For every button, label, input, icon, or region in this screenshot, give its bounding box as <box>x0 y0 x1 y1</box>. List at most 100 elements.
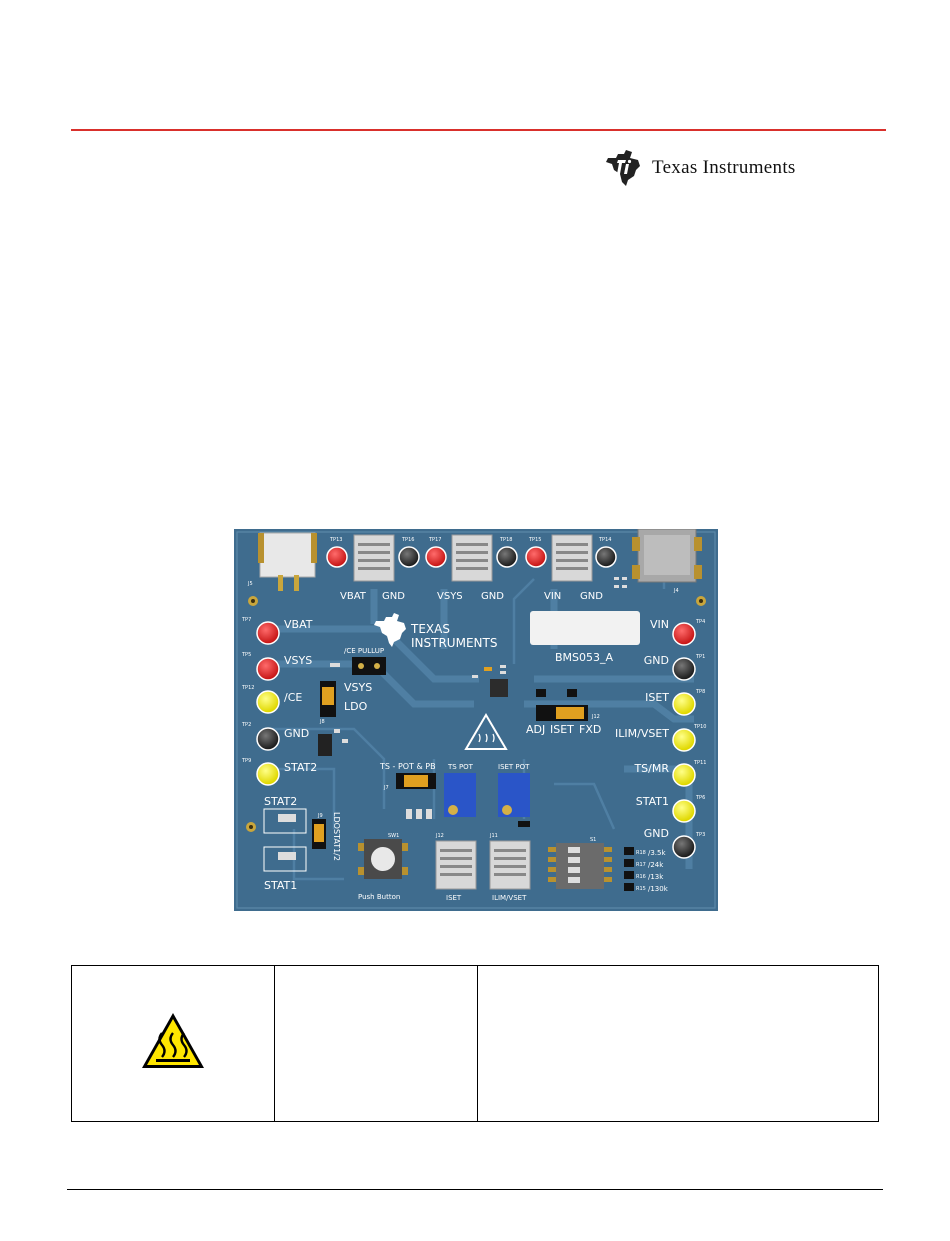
top-label-vin: VIN <box>544 591 561 602</box>
tp4-ref: TP4 <box>695 619 705 625</box>
iset-select-jumper: J12 ADJ ISET FXD <box>526 689 601 736</box>
warning-icon-cell <box>71 965 275 1122</box>
left-label-ce: /CE <box>284 691 302 704</box>
j4-label: J4 <box>673 588 679 594</box>
usb-connector-j4: J4 <box>614 529 702 594</box>
j5-label: J5 <box>247 581 253 587</box>
iset-select-label: ISET <box>550 723 574 736</box>
r17-value: /24k <box>648 861 664 869</box>
top-testpoints: TP13 TP16 TP17 TP18 TP15 TP14 VBAT GND V… <box>326 537 617 602</box>
push-button-sw1: SW1 Push Button <box>358 833 408 901</box>
hot-surface-icon <box>142 1013 204 1068</box>
sw1-label: SW1 <box>388 833 399 839</box>
top-label-gnd-2: GND <box>481 591 504 602</box>
r16-ref: R16 <box>636 874 646 880</box>
left-label-gnd: GND <box>284 727 309 740</box>
tp10-ref: TP10 <box>693 724 706 730</box>
j8-jumper: VSYS LDO J8 <box>318 681 372 756</box>
r16-value: /13k <box>648 873 664 881</box>
dip-resistor-list: R18 R17 R16 R15 /3.5k /24k /13k /130k <box>624 847 669 893</box>
ti-state-logo-icon <box>606 150 640 186</box>
tp6-ref: TP6 <box>695 795 705 801</box>
ti-logo: Texas Instruments <box>604 150 796 186</box>
r15-ref: R15 <box>636 886 646 892</box>
tp17-ref: TP17 <box>428 537 441 543</box>
warning-label-cell <box>274 965 478 1122</box>
ts-pot-label: TS POT <box>447 763 474 771</box>
tp2-ref: TP2 <box>241 722 251 728</box>
push-button-label: Push Button <box>358 893 400 901</box>
ce-pullup-jumper: /CE PULLUP <box>330 647 386 675</box>
charger-ic <box>472 665 508 697</box>
board-ti-logo: TEXAS INSTRUMENTS <box>374 613 497 650</box>
right-label-ts-mr: TS/MR <box>633 762 669 775</box>
j11-label: J11 <box>489 833 498 839</box>
board-brand-line2: INSTRUMENTS <box>411 636 497 650</box>
j12b-label: J12 <box>435 833 444 839</box>
left-label-vbat: VBAT <box>284 618 313 631</box>
pcb-render: J5 TP13 TP16 TP17 TP18 TP15 TP14 VBAT GN… <box>234 529 718 911</box>
ldo-label: LDO <box>344 700 368 713</box>
tp15-ref: TP15 <box>528 537 541 543</box>
ce-pullup-label: /CE PULLUP <box>344 647 384 655</box>
r18-ref: R18 <box>636 850 646 856</box>
warning-text-cell <box>477 965 879 1122</box>
potentiometers: TS - POT & PB J7 TS POT ISET POT <box>379 762 530 827</box>
fxd-label: FXD <box>579 723 601 736</box>
adj-label: ADJ <box>526 723 545 736</box>
left-label-vsys: VSYS <box>284 654 312 667</box>
tp5-ref: TP5 <box>241 652 251 658</box>
iset-conn-label: ISET <box>446 894 462 902</box>
board-hot-surface-icon <box>464 713 508 750</box>
mounting-holes <box>246 596 706 832</box>
stat2-led-label: STAT2 <box>264 795 297 808</box>
r17-ref: R17 <box>636 862 646 868</box>
tp8-ref: TP8 <box>695 689 705 695</box>
iset-pot-label: ISET POT <box>498 763 530 771</box>
tp9-ref: TP9 <box>241 758 251 764</box>
right-label-stat1: STAT1 <box>636 795 669 808</box>
tp13-ref: TP13 <box>329 537 342 543</box>
board-id-area: BMS053_A <box>530 611 640 664</box>
j8-label: J8 <box>319 719 325 725</box>
dip-switch-s1: S1 <box>548 837 612 889</box>
right-testpoints: TP4 TP1 TP8 TP10 TP11 TP6 TP3 VIN GND IS… <box>615 618 706 859</box>
footer-rule <box>67 1189 883 1190</box>
j5-connector: J5 <box>247 532 317 591</box>
ti-wordmark: Texas Instruments <box>652 157 796 178</box>
board-id-label: BMS053_A <box>555 651 614 664</box>
left-testpoints: TP7 TP5 TP12 TP2 TP9 VBAT VSYS /CE GND S… <box>241 617 317 786</box>
j12-label: J12 <box>591 714 600 720</box>
stat1-2-label: STAT1/2 <box>332 829 341 861</box>
right-label-iset: ISET <box>645 691 669 704</box>
stat1-led-label: STAT1 <box>264 879 297 892</box>
r18-value: /3.5k <box>648 849 666 857</box>
right-label-vin: VIN <box>650 618 669 631</box>
right-label-ilim-vset: ILIM/VSET <box>615 727 669 740</box>
tp14-ref: TP14 <box>598 537 611 543</box>
tp1-ref: TP1 <box>695 654 705 660</box>
header-rule <box>71 129 886 131</box>
j7-label: J7 <box>383 785 389 791</box>
top-label-gnd-1: GND <box>382 591 405 602</box>
j9-label: J9 <box>317 813 323 819</box>
top-label-gnd-3: GND <box>580 591 603 602</box>
right-label-gnd-2: GND <box>644 827 669 840</box>
tp11-ref: TP11 <box>693 760 706 766</box>
ldo-vertical-label: LDO <box>332 812 341 829</box>
vsys-jumper-label: VSYS <box>344 681 372 694</box>
tp7-ref: TP7 <box>241 617 251 623</box>
tp18-ref: TP18 <box>499 537 512 543</box>
tp3-ref: TP3 <box>695 832 705 838</box>
s1-label: S1 <box>590 837 596 843</box>
tp16-ref: TP16 <box>401 537 414 543</box>
top-label-vsys: VSYS <box>437 591 463 602</box>
evm-board-photo: J5 TP13 TP16 TP17 TP18 TP15 TP14 VBAT GN… <box>234 529 718 911</box>
right-label-gnd-1: GND <box>644 654 669 667</box>
hot-surface-warning-table <box>71 965 879 1122</box>
left-label-stat2: STAT2 <box>284 761 317 774</box>
ts-pot-pb-label: TS - POT & PB <box>379 762 436 771</box>
status-leds: STAT2 STAT1 LDO STAT1/2 J9 <box>263 795 341 892</box>
tp12-ref: TP12 <box>241 685 254 691</box>
top-connectors <box>353 534 593 582</box>
